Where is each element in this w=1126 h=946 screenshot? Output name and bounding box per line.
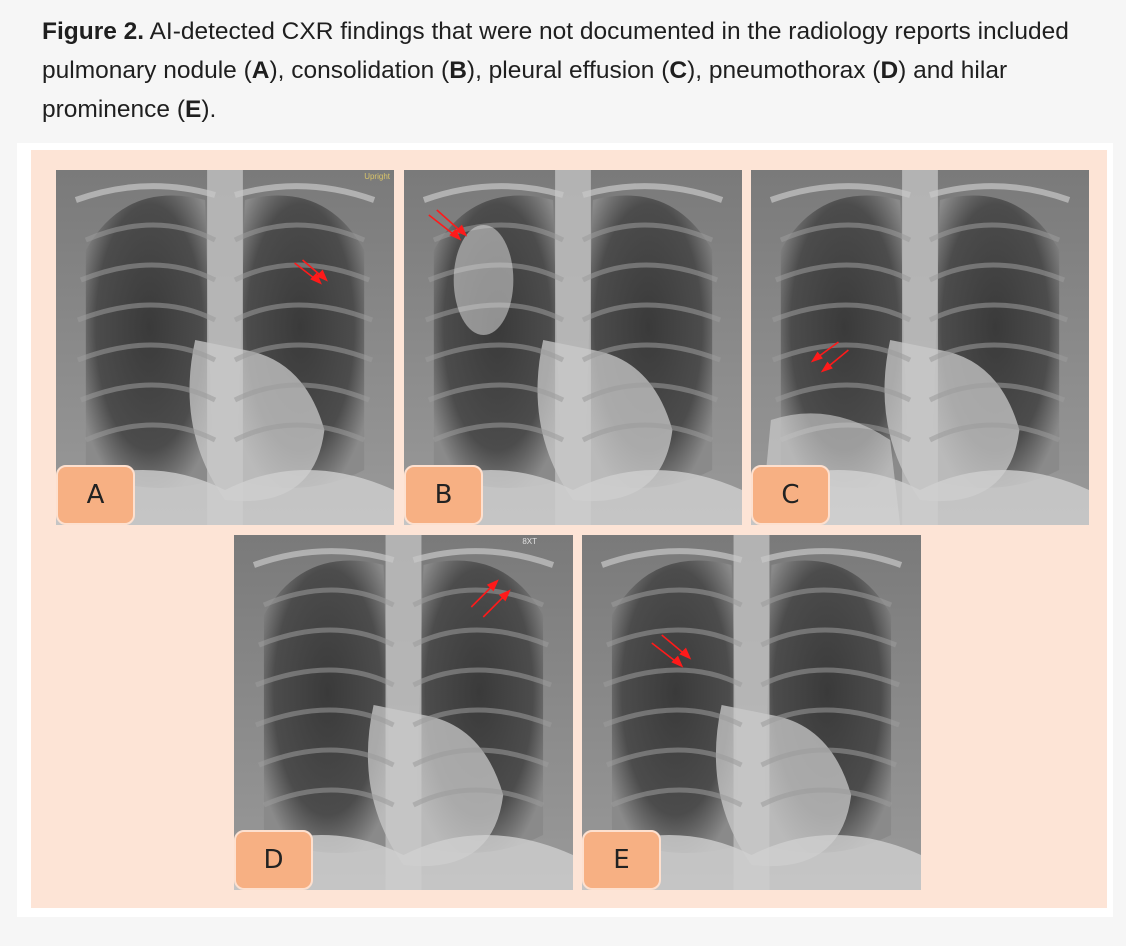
chest-xray-image xyxy=(234,535,573,890)
caption-text: ). xyxy=(201,96,217,123)
chest-xray-image xyxy=(404,170,742,525)
caption-ref-c: C xyxy=(669,57,688,84)
caption-ref-a: A xyxy=(251,57,270,84)
xray-panel-e: E xyxy=(582,535,921,890)
upright-marker: Upright xyxy=(364,172,390,181)
arrow-icon xyxy=(428,209,468,241)
chest-xray-image xyxy=(582,535,921,890)
caption-text: ), pleural effusion ( xyxy=(466,57,670,84)
panel-label-d: D xyxy=(234,830,313,890)
figure-label: Figure 2. xyxy=(42,18,145,45)
xray-panel-b: B xyxy=(404,170,742,525)
xray-panel-a: Upright A xyxy=(56,170,394,525)
arrow-icon xyxy=(651,634,692,668)
chest-xray-image xyxy=(56,170,394,525)
caption-text: ), pneumothorax ( xyxy=(687,57,881,84)
xray-panel-d: 8XT D xyxy=(234,535,573,890)
panel-label-b: B xyxy=(404,465,483,525)
arrow-icon xyxy=(810,341,849,373)
xray-panel-c: C xyxy=(751,170,1089,525)
caption-text: ) and hilar prominence ( xyxy=(42,57,1008,123)
panel-label-c: C xyxy=(751,465,830,525)
arrow-icon xyxy=(294,259,328,285)
caption-ref-e: E xyxy=(184,96,202,123)
panel-label-a: A xyxy=(56,465,135,525)
panel-label-e: E xyxy=(582,830,661,890)
arrow-icon xyxy=(470,579,511,618)
image-marker: 8XT xyxy=(522,537,537,546)
caption-text: AI-detected CXR findings that were not d… xyxy=(42,18,1069,84)
caption-ref-d: D xyxy=(880,57,899,84)
figure-caption: Figure 2. AI-detected CXR findings that … xyxy=(42,12,1102,129)
caption-text: ), consolidation ( xyxy=(269,57,450,84)
caption-ref-b: B xyxy=(449,57,467,84)
